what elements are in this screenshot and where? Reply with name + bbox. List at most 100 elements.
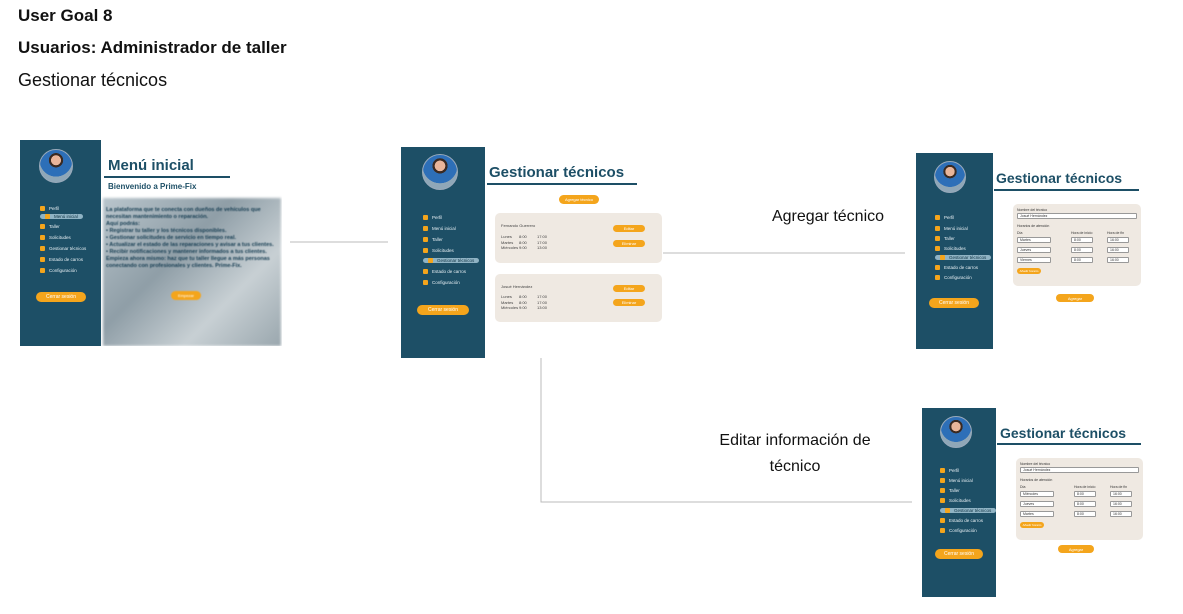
nav-gestionar[interactable]: Gestionar técnicos bbox=[940, 508, 997, 513]
menu-icon bbox=[935, 226, 940, 231]
col-day: Día bbox=[1017, 231, 1023, 235]
nav-label: Taller bbox=[432, 237, 443, 242]
add-technician-button[interactable]: Agregar técnico bbox=[559, 195, 599, 204]
user-icon bbox=[423, 215, 428, 220]
nav-label: Gestionar técnicos bbox=[949, 255, 987, 260]
technician-name: Josué Hernández bbox=[501, 284, 533, 289]
nav-gestionar[interactable]: Gestionar técnicos bbox=[935, 255, 992, 260]
logout-button[interactable]: Cerrar sesión bbox=[36, 292, 86, 302]
start-input[interactable]: 8:00 bbox=[1071, 247, 1093, 253]
nav-perfil[interactable]: Perfil bbox=[935, 215, 954, 220]
user-icon bbox=[940, 468, 945, 473]
end: 13:00 bbox=[537, 245, 548, 250]
page-title: Gestionar técnicos bbox=[996, 170, 1123, 186]
inbox-icon bbox=[940, 498, 945, 503]
add-schedule-button[interactable]: Añadir horario bbox=[1020, 522, 1044, 528]
name-input[interactable]: Josué Hernández bbox=[1020, 467, 1139, 473]
start-input[interactable]: 8:00 bbox=[1074, 491, 1096, 497]
nav-solicitudes[interactable]: Solicitudes bbox=[40, 235, 71, 240]
nav-taller[interactable]: Taller bbox=[40, 224, 60, 229]
start-input[interactable]: 8:00 bbox=[1071, 257, 1093, 263]
name-input[interactable]: Josué Hernández bbox=[1017, 213, 1137, 219]
logout-button[interactable]: Cerrar sesión bbox=[929, 298, 979, 308]
start-button[interactable]: Empezar bbox=[171, 291, 201, 300]
edit-button[interactable]: Editar bbox=[613, 225, 645, 232]
logout-button[interactable]: Cerrar sesión bbox=[417, 305, 469, 315]
nav-estado[interactable]: Estado de carros bbox=[40, 257, 83, 262]
technician-form: Nombre del técnico Josué Hernández Horar… bbox=[1013, 204, 1141, 286]
nav-taller[interactable]: Taller bbox=[940, 488, 960, 493]
label-edit-technician: Editar información de técnico bbox=[719, 432, 871, 475]
add-schedule-button[interactable]: Añadir horario bbox=[1017, 268, 1041, 274]
sidebar: Perfil Menú inicial Taller Solicitudes G… bbox=[922, 408, 997, 597]
nav-estado[interactable]: Estado de carros bbox=[423, 269, 466, 274]
delete-button[interactable]: Eliminar bbox=[613, 299, 645, 306]
nav-gestionar[interactable]: Gestionar técnicos bbox=[423, 258, 480, 263]
submit-button[interactable]: Agregar bbox=[1056, 294, 1094, 302]
nav-configuracion[interactable]: Configuración bbox=[423, 280, 460, 285]
nav-label: Menú inicial bbox=[432, 226, 456, 231]
edit-button[interactable]: Editar bbox=[613, 285, 645, 292]
gear-icon bbox=[40, 268, 45, 273]
start: 8:00 bbox=[519, 239, 527, 245]
nav-estado[interactable]: Estado de carros bbox=[940, 518, 983, 523]
nav-label: Gestionar técnicos bbox=[437, 258, 475, 263]
day-select[interactable]: Martes bbox=[1020, 511, 1054, 517]
nav-configuracion[interactable]: Configuración bbox=[935, 275, 972, 280]
day-select[interactable]: Jueves bbox=[1017, 247, 1051, 253]
nav-configuracion[interactable]: Configuración bbox=[940, 528, 977, 533]
nav-gestionar[interactable]: Gestionar técnicos bbox=[40, 246, 86, 251]
day: Lunes bbox=[501, 294, 512, 299]
day-select[interactable]: Miércoles bbox=[1020, 491, 1054, 497]
menu-icon bbox=[940, 478, 945, 483]
screen-gestionar-tecnicos: Perfil Menú inicial Taller Solicitudes G… bbox=[401, 147, 663, 358]
nav-menu-inicial[interactable]: Menú inicial bbox=[423, 226, 456, 231]
nav-menu-inicial[interactable]: Menú inicial bbox=[40, 214, 83, 219]
nav-menu-inicial[interactable]: Menú inicial bbox=[940, 478, 973, 483]
end-input[interactable]: 16:00 bbox=[1107, 257, 1129, 263]
nav-label: Menú inicial bbox=[944, 226, 968, 231]
start-input[interactable]: 8:00 bbox=[1074, 501, 1096, 507]
hero-image bbox=[103, 198, 281, 346]
start-input[interactable]: 8:00 bbox=[1074, 511, 1096, 517]
nav-estado[interactable]: Estado de carros bbox=[935, 265, 978, 270]
nav-label: Taller bbox=[49, 224, 60, 229]
col-end: Hora de fin bbox=[1110, 485, 1128, 489]
avatar bbox=[934, 161, 966, 193]
end-input[interactable]: 16:00 bbox=[1110, 511, 1132, 517]
day-select[interactable]: Martes bbox=[1017, 237, 1051, 243]
submit-button[interactable]: Agregar bbox=[1058, 545, 1094, 553]
wrench-icon bbox=[423, 237, 428, 242]
nav-taller[interactable]: Taller bbox=[935, 236, 955, 241]
day-select[interactable]: Viernes bbox=[1017, 257, 1051, 263]
nav-perfil[interactable]: Perfil bbox=[940, 468, 959, 473]
nav-solicitudes[interactable]: Solicitudes bbox=[940, 498, 971, 503]
day-select[interactable]: Jueves bbox=[1020, 501, 1054, 507]
end-input[interactable]: 16:00 bbox=[1107, 237, 1129, 243]
goal-title: User Goal 8 bbox=[18, 6, 113, 25]
nav-solicitudes[interactable]: Solicitudes bbox=[423, 248, 454, 253]
delete-button[interactable]: Eliminar bbox=[613, 240, 645, 247]
nav-configuracion[interactable]: Configuración bbox=[40, 268, 77, 273]
technician-form: Nombre del técnico Josué Hernández Horar… bbox=[1016, 458, 1143, 540]
nav-label: Estado de carros bbox=[949, 518, 984, 523]
nav-menu-inicial[interactable]: Menú inicial bbox=[935, 226, 968, 231]
gear-icon bbox=[423, 280, 428, 285]
nav-solicitudes[interactable]: Solicitudes bbox=[935, 246, 966, 251]
sidebar: Perfil Menú inicial Taller Solicitudes G… bbox=[401, 147, 485, 358]
nav-taller[interactable]: Taller bbox=[423, 237, 443, 242]
end-input[interactable]: 16:00 bbox=[1107, 247, 1129, 253]
nav-label: Menú inicial bbox=[949, 478, 973, 483]
title-underline bbox=[994, 189, 1139, 191]
name-label: Nombre del técnico bbox=[1017, 208, 1048, 212]
nav-perfil[interactable]: Perfil bbox=[40, 206, 59, 211]
end-input[interactable]: 16:00 bbox=[1110, 501, 1132, 507]
nav-perfil[interactable]: Perfil bbox=[423, 215, 442, 220]
nav-label: Taller bbox=[949, 488, 960, 493]
logout-button[interactable]: Cerrar sesión bbox=[935, 549, 983, 559]
end-input[interactable]: 16:00 bbox=[1110, 491, 1132, 497]
start-input[interactable]: 8:00 bbox=[1071, 237, 1093, 243]
car-icon bbox=[940, 518, 945, 523]
sidebar: Perfil Menú inicial Taller Solicitudes G… bbox=[20, 140, 101, 346]
gear-icon bbox=[940, 528, 945, 533]
